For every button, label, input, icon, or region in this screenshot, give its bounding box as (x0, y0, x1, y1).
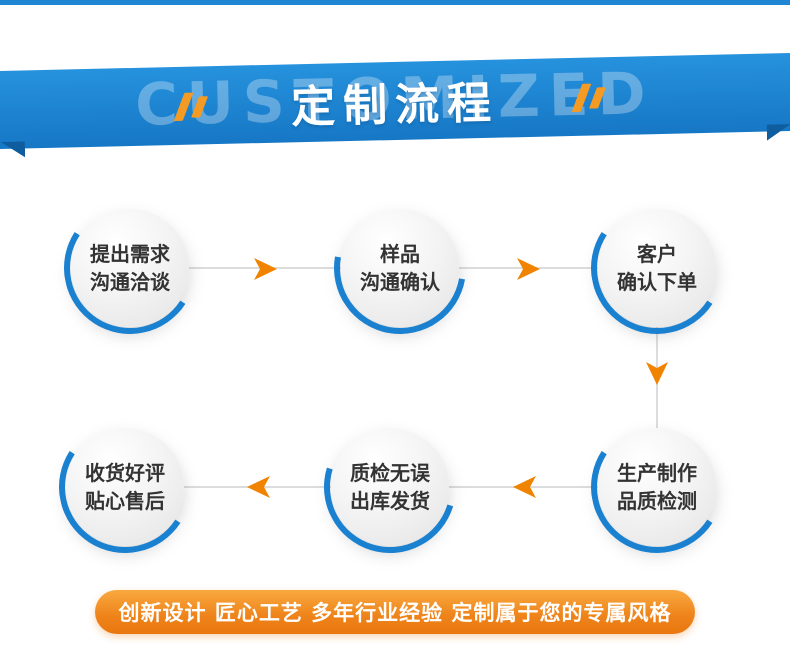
step-5-line-1: 质检无误 (350, 461, 430, 485)
step-4-line-2: 品质检测 (617, 489, 697, 513)
step-5-line-2: 出库发货 (350, 489, 430, 513)
step-3-line-2: 确认下单 (617, 270, 697, 294)
step-circle-4: 生产制作 品质检测 (598, 428, 716, 546)
slash-decoration-right-icon (571, 83, 606, 112)
step-2-line-2: 沟通确认 (360, 270, 440, 294)
step-circle-1: 提出需求 沟通洽谈 (71, 209, 189, 327)
step-circle-3: 客户 确认下单 (598, 209, 716, 327)
arrow-right-icon (254, 258, 277, 280)
step-1-line-1: 提出需求 (90, 242, 170, 266)
top-divider (0, 0, 790, 5)
step-6-line-2: 贴心售后 (85, 489, 165, 513)
arrow-down-icon (646, 362, 668, 385)
step-circle-2: 样品 沟通确认 (341, 209, 459, 327)
step-circle-5: 质检无误 出库发货 (331, 428, 449, 546)
step-circle-6: 收货好评 贴心售后 (66, 428, 184, 546)
arrow-left-icon (247, 476, 270, 498)
step-4-line-1: 生产制作 (617, 461, 697, 485)
step-1-line-2: 沟通洽谈 (90, 270, 170, 294)
step-6-line-1: 收货好评 (85, 461, 165, 485)
banner-ribbon: CUSTOMIZED 定制流程 (0, 52, 790, 150)
arrow-right-icon (517, 258, 540, 280)
step-3-line-1: 客户 (637, 242, 677, 266)
arrow-left-icon (513, 476, 536, 498)
slash-decoration-left-icon (173, 92, 209, 122)
footer-slogan: 创新设计 匠心工艺 多年行业经验 定制属于您的专属风格 (95, 590, 695, 634)
page-title: 定制流程 (290, 77, 500, 134)
step-2-line-1: 样品 (380, 242, 420, 266)
